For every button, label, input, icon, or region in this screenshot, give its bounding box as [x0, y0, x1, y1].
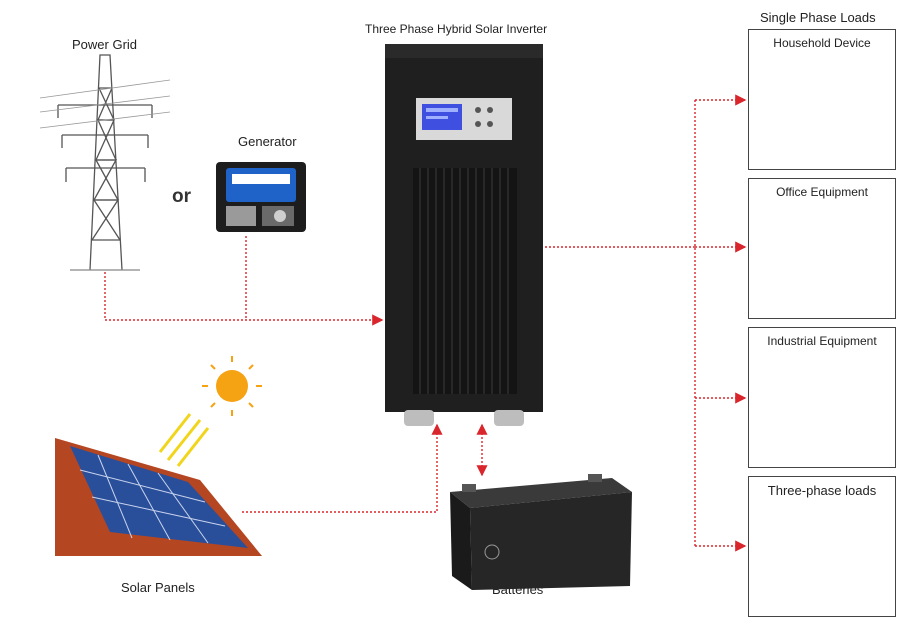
or-label: or — [172, 186, 191, 207]
solar-house-image — [55, 438, 262, 556]
grid-to-inverter-line — [104, 272, 384, 326]
industrial-equipment-box: Industrial Equipment — [748, 327, 896, 468]
battery-image — [450, 474, 632, 590]
inverter-cabinet — [385, 44, 543, 426]
office-equipment-box: Office Equipment — [748, 178, 896, 319]
three-phase-loads-label: Three-phase loads — [767, 483, 877, 498]
power-grid-label: Power Grid — [72, 37, 138, 52]
industrial-equipment-label: Industrial Equipment — [767, 334, 877, 348]
generator-label: Generator — [238, 134, 297, 149]
inverter-title: Three Phase Hybrid Solar Inverter — [365, 22, 548, 36]
generator-image — [216, 162, 306, 232]
single-phase-loads-header: Single Phase Loads — [760, 10, 876, 25]
three-phase-loads-box: Three-phase loads — [748, 476, 896, 617]
sun-image — [158, 356, 262, 467]
solar-panels-label: Solar Panels — [121, 580, 195, 595]
solar-to-inverter-line — [242, 423, 443, 513]
household-device-label: Household Device — [773, 36, 871, 50]
power-grid-tower — [39, 54, 171, 271]
office-equipment-label: Office Equipment — [776, 185, 868, 199]
household-device-box: Household Device — [748, 29, 896, 170]
connector-lines — [104, 94, 747, 552]
